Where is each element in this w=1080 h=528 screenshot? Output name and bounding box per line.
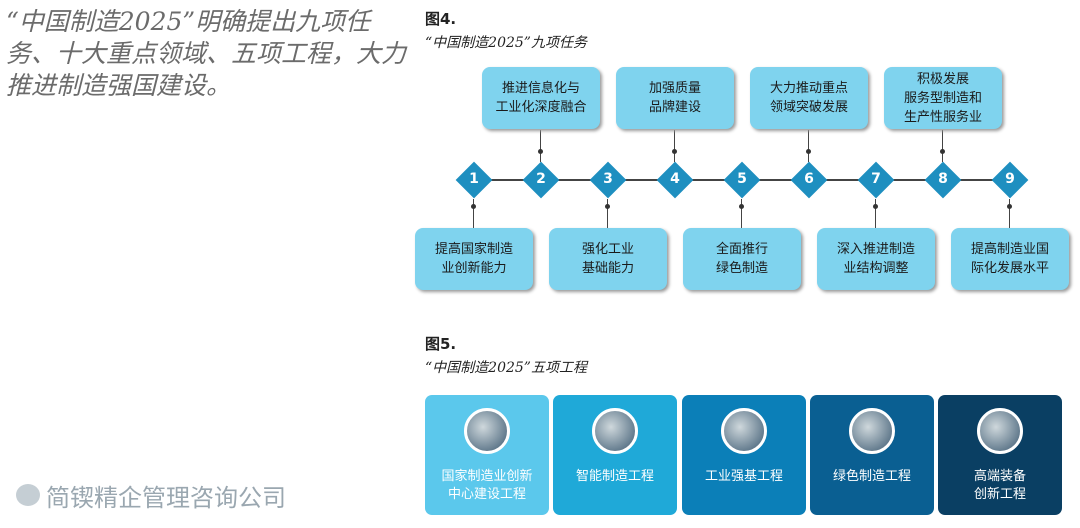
task-number: 9 <box>1005 171 1015 187</box>
fig4-subtitle: “中国制造2025”九项任务 <box>425 35 587 51</box>
project-label: 工业强基工程 <box>704 469 783 484</box>
connector <box>942 130 943 162</box>
connector-dot <box>739 204 744 209</box>
connector-dot <box>806 149 811 154</box>
connector-dot <box>873 204 878 209</box>
fig4-label: 图4. <box>425 10 457 28</box>
task-box: 推进信息化与 工业化深度融合 <box>482 67 600 129</box>
project-card: 国家制造业创新 中心建设工程 <box>425 395 549 515</box>
project-card: 智能制造工程 <box>553 395 677 515</box>
connector <box>674 130 675 162</box>
connector <box>808 130 809 162</box>
project-label: 国家制造业创新 中心建设工程 <box>441 469 533 502</box>
task-box: 提高国家制造 业创新能力 <box>415 228 533 290</box>
project-image <box>977 408 1023 454</box>
connector-dot <box>672 149 677 154</box>
task-box: 大力推动重点 领域突破发展 <box>750 67 868 129</box>
connector-dot <box>940 149 945 154</box>
task-number: 1 <box>469 171 479 187</box>
fig5-label: 图5. <box>425 335 457 353</box>
watermark: 简锲精企管理咨询公司 <box>46 484 286 512</box>
task-number: 3 <box>603 171 613 187</box>
project-card: 绿色制造工程 <box>810 395 934 515</box>
connector <box>473 199 474 228</box>
connector-dot <box>1007 204 1012 209</box>
task-number: 2 <box>536 171 546 187</box>
project-label: 智能制造工程 <box>575 469 654 484</box>
task-box: 强化工业 基础能力 <box>549 228 667 290</box>
task-number: 5 <box>737 171 747 187</box>
connector <box>540 130 541 162</box>
project-image <box>849 408 895 454</box>
connector <box>607 199 608 228</box>
project-label: 高端装备 创新工程 <box>973 469 1026 502</box>
task-box: 加强质量 品牌建设 <box>616 67 734 129</box>
project-card: 高端装备 创新工程 <box>938 395 1062 515</box>
project-image <box>464 408 510 454</box>
task-box: 全面推行 绿色制造 <box>683 228 801 290</box>
task-number: 4 <box>670 171 680 187</box>
connector <box>741 199 742 228</box>
connector-dot <box>605 204 610 209</box>
project-label: 绿色制造工程 <box>832 469 911 484</box>
project-image <box>721 408 767 454</box>
task-box: 提高制造业国 际化发展水平 <box>951 228 1069 290</box>
wechat-icon <box>16 484 40 506</box>
intro-text: “中国制造2025”明确提出九项任务、十大重点领域、五项工程，大力推进制造强国建… <box>6 7 407 100</box>
task-number: 6 <box>804 171 814 187</box>
project-image <box>592 408 638 454</box>
connector-dot <box>538 149 543 154</box>
task-number: 8 <box>938 171 948 187</box>
task-number: 7 <box>871 171 881 187</box>
project-card: 工业强基工程 <box>682 395 806 515</box>
connector-dot <box>471 204 476 209</box>
task-box: 深入推进制造 业结构调整 <box>817 228 935 290</box>
connector <box>1009 199 1010 228</box>
task-box: 积极发展 服务型制造和 生产性服务业 <box>884 67 1002 129</box>
connector <box>875 199 876 228</box>
fig5-subtitle: “中国制造2025”五项工程 <box>425 360 587 376</box>
